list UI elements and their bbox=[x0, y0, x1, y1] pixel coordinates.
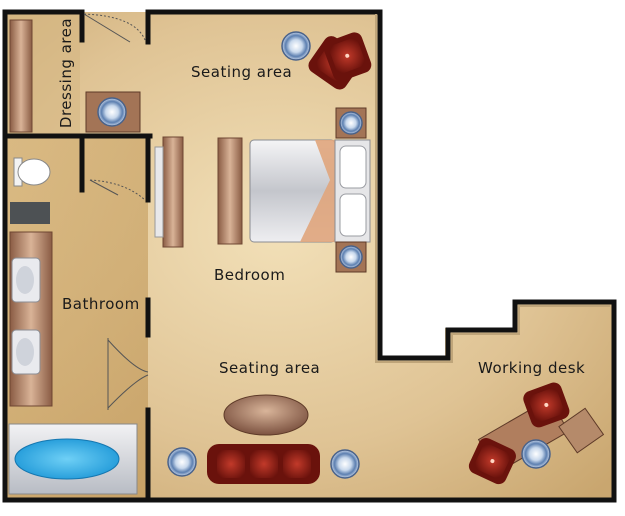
step-outline bbox=[375, 14, 610, 363]
label-seating-area-bottom: Seating area bbox=[219, 359, 321, 377]
label-bedroom: Bedroom bbox=[214, 266, 286, 284]
label-seating-area-top: Seating area bbox=[191, 63, 293, 81]
lamp-icon bbox=[167, 447, 197, 477]
label-bathroom: Bathroom bbox=[62, 295, 140, 313]
sink-icon bbox=[11, 329, 41, 375]
door-icon[interactable] bbox=[89, 179, 146, 201]
side-cabinet bbox=[558, 407, 605, 454]
bed-icon bbox=[249, 139, 371, 243]
bench bbox=[217, 137, 243, 245]
tv bbox=[154, 146, 164, 238]
lamp-icon bbox=[339, 245, 363, 269]
lamp-icon bbox=[330, 449, 360, 479]
wardrobe bbox=[9, 19, 33, 133]
armchair-icon bbox=[468, 438, 516, 485]
lamp-icon bbox=[339, 111, 363, 135]
armchair-icon bbox=[523, 382, 570, 428]
door-icon[interactable] bbox=[83, 13, 146, 43]
lamp-icon bbox=[521, 439, 551, 469]
sink-icon bbox=[11, 257, 41, 303]
armchair-icon bbox=[323, 32, 372, 82]
bathroom-cabinet bbox=[10, 202, 50, 224]
tv-cabinet bbox=[162, 136, 184, 248]
bathtub-icon bbox=[8, 423, 138, 495]
walls bbox=[2, 9, 617, 503]
lamp-icon bbox=[97, 97, 127, 127]
table-icon bbox=[223, 394, 309, 436]
label-working-desk: Working desk bbox=[478, 359, 586, 377]
floor bbox=[5, 12, 612, 498]
sofa-icon bbox=[207, 444, 320, 484]
door-icon[interactable] bbox=[107, 338, 149, 410]
toilet-icon bbox=[13, 157, 51, 187]
lamp-icon bbox=[281, 31, 311, 61]
label-dressing-area: Dressing area bbox=[57, 17, 75, 129]
